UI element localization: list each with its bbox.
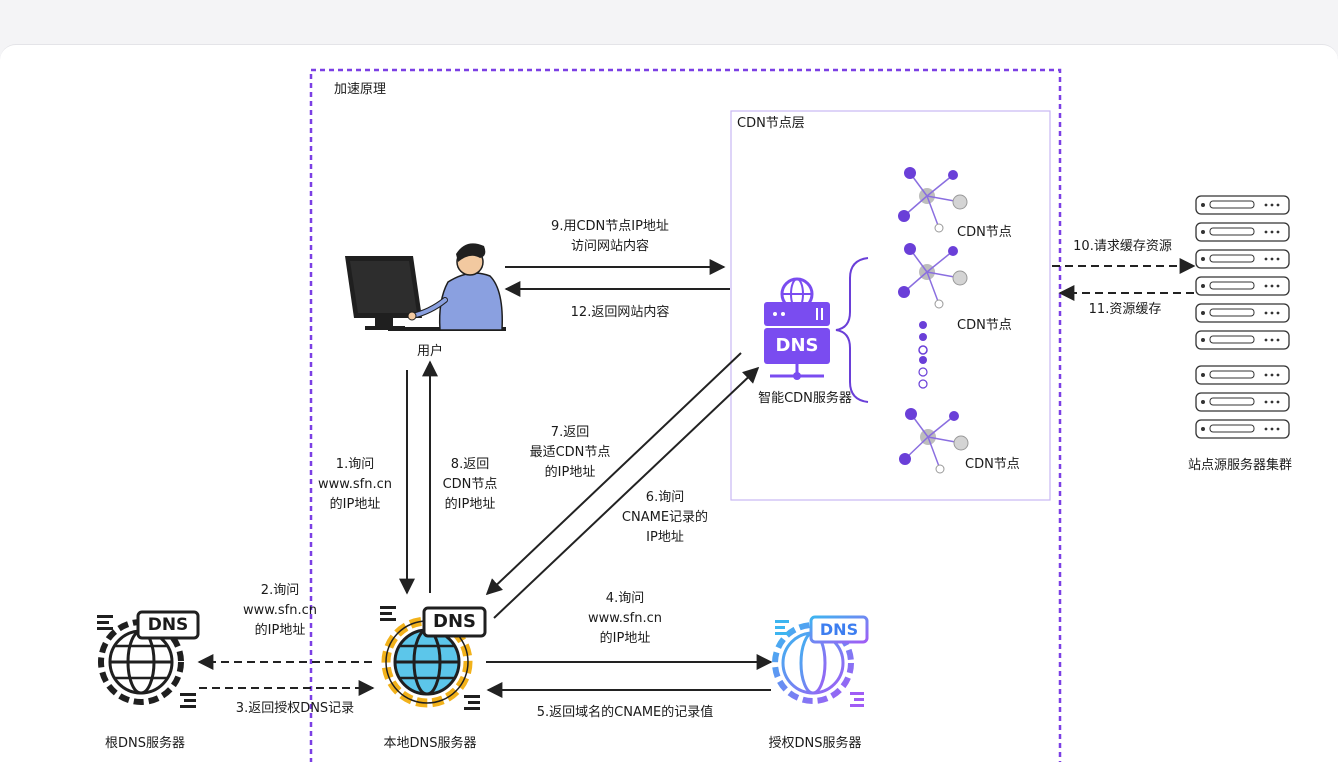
user-label: 用户 — [416, 344, 443, 359]
root-dns-globe-icon — [97, 610, 200, 708]
auth-dns-globe-icon — [772, 615, 869, 707]
smart-cdn-dns-badge: DNS — [775, 335, 819, 356]
cdn-node-icon — [898, 167, 968, 233]
arrow-step7 — [485, 352, 742, 596]
ellipsis-dots-icon — [918, 321, 928, 389]
step10-label: 10.请求缓存资源 — [1073, 239, 1172, 254]
step11-label: 11.资源缓存 — [1088, 302, 1162, 317]
origin-cluster-label: 站点源服务器集群 — [1187, 458, 1292, 473]
cdn-node-icon — [899, 408, 969, 474]
auth-dns-badge: DNS — [819, 620, 859, 639]
smart-cdn-label: 智能CDN服务器 — [758, 391, 852, 406]
step9-label: 9.用CDN节点IP地址访问网站内容 — [551, 219, 669, 254]
local-dns-label: 本地DNS服务器 — [383, 736, 477, 751]
cdn-layer-box — [730, 110, 1051, 501]
step5-label: 5.返回域名的CNAME的记录值 — [536, 705, 714, 720]
cdn-node-label-3: CDN节点 — [965, 457, 1020, 472]
step12-label: 12.返回网站内容 — [570, 305, 670, 320]
local-dns-badge: DNS — [433, 611, 476, 632]
root-dns-label: 根DNS服务器 — [105, 736, 185, 751]
auth-dns-label: 授权DNS服务器 — [768, 736, 862, 751]
step3-label: 3.返回授权DNS记录 — [235, 701, 355, 716]
root-dns-badge: DNS — [147, 615, 189, 635]
smart-cdn-server-icon — [764, 277, 830, 380]
top-bar — [0, 0, 1338, 44]
cdn-node-icon — [898, 243, 968, 309]
step7-label: 7.返回最适CDN节点的IP地址 — [529, 425, 611, 480]
arrow-step6 — [493, 366, 760, 619]
outer-dashed-box — [309, 68, 1062, 762]
content-card — [0, 44, 1338, 763]
user-computer-icon — [345, 243, 506, 331]
outer-box-title: 加速原理 — [334, 82, 387, 97]
origin-server-cluster-icon — [1195, 195, 1290, 439]
cdn-layer-title: CDN节点层 — [737, 116, 805, 131]
cdn-brace — [835, 257, 869, 403]
cdn-node-label-1: CDN节点 — [957, 225, 1012, 240]
cdn-node-label-2: CDN节点 — [957, 318, 1012, 333]
local-dns-globe-icon — [380, 606, 487, 710]
